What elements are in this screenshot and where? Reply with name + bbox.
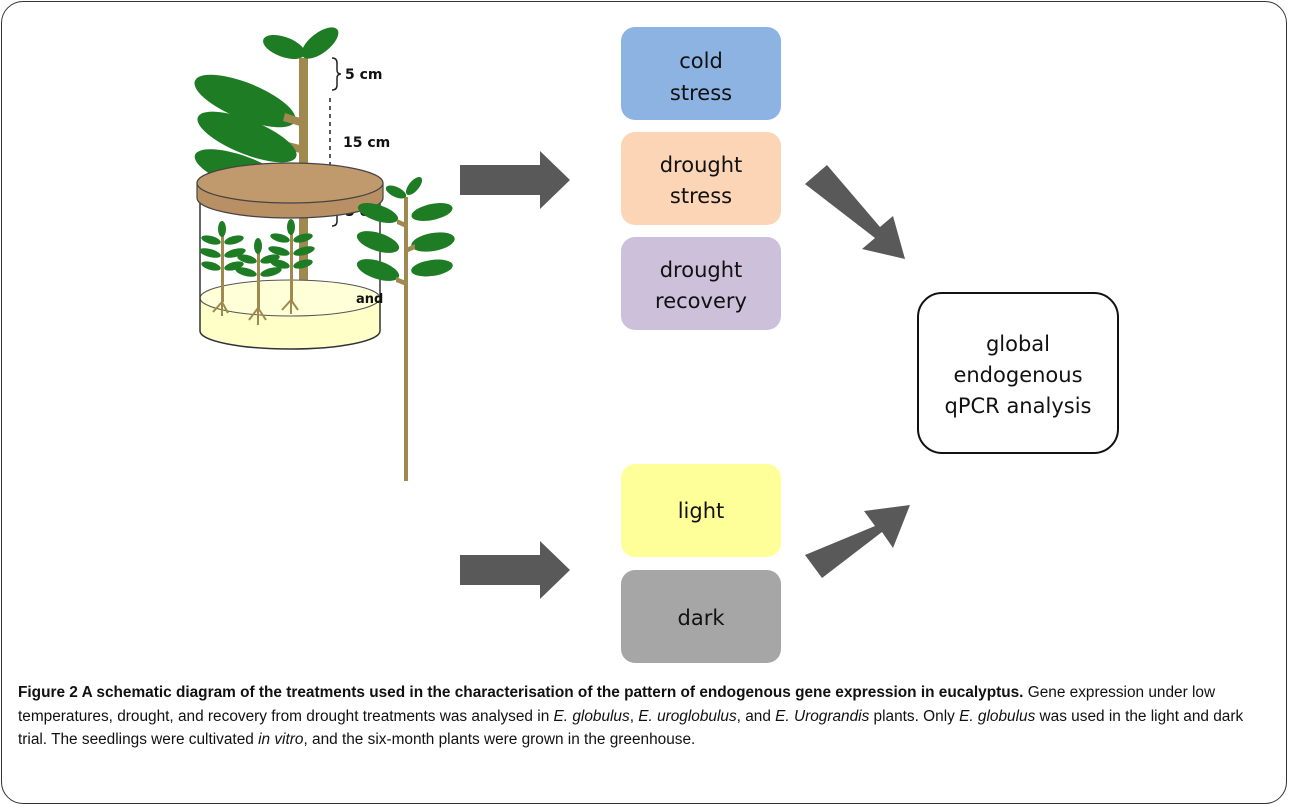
svg-text:cold: cold — [679, 49, 723, 73]
arrow-right-bottom-icon — [460, 541, 570, 599]
svg-text:light: light — [678, 499, 725, 523]
svg-text:qPCR analysis: qPCR analysis — [945, 394, 1092, 418]
caption-text: , and — [736, 707, 776, 725]
svg-text:recovery: recovery — [655, 289, 747, 313]
dimension-label-top: 5 cm — [345, 67, 383, 83]
treatment-diagram: 5 cm 15 cm 5 cm — [194, 27, 1119, 663]
svg-text:stress: stress — [670, 184, 732, 208]
caption-text: , and the six-month plants were grown in… — [303, 731, 696, 748]
arrows — [460, 151, 910, 599]
six-month-plant-illustration — [356, 176, 455, 481]
plant-stem — [404, 197, 408, 481]
leaf-icon — [301, 27, 339, 59]
caption-text: Gene expression under low temperatures, … — [18, 684, 1216, 725]
svg-text:stress: stress — [670, 81, 732, 105]
in-vitro-term: in vitro — [258, 731, 304, 748]
species-name: E. Urograndis — [775, 707, 870, 725]
svg-text:dark: dark — [678, 606, 726, 630]
svg-text:endogenous: endogenous — [953, 363, 1082, 387]
leaf-icon — [263, 34, 305, 60]
species-name: E. globulus — [959, 707, 1036, 725]
treatment-box-drought-recovery: drought recovery — [621, 237, 781, 330]
seedling-icon — [268, 219, 315, 314]
treatment-box-dark: dark — [621, 570, 781, 663]
arrow-right-top-icon — [460, 151, 570, 209]
species-name: E. globulus — [553, 707, 630, 725]
svg-text:drought: drought — [660, 258, 743, 282]
arrow-diagonal-down-icon — [805, 165, 905, 259]
svg-text:global: global — [986, 332, 1050, 356]
treatment-box-light: light — [621, 464, 781, 557]
arrow-diagonal-up-icon — [805, 505, 910, 578]
dimension-brace-top — [331, 57, 342, 91]
figure-caption: Figure 2 A schematic diagram of the trea… — [18, 681, 1274, 752]
caption-title: Figure 2 A schematic diagram of the trea… — [18, 684, 1024, 701]
treatment-box-cold-stress: cold stress — [621, 27, 781, 120]
leaf-icon — [197, 111, 297, 163]
result-box-qpcr-analysis: global endogenous qPCR analysis — [917, 292, 1119, 454]
caption-text: , — [629, 707, 639, 725]
and-label: and — [356, 292, 383, 307]
caption-text: plants. Only — [869, 707, 960, 725]
seedling-icon — [199, 221, 246, 316]
treatment-box-drought-stress: drought stress — [621, 132, 781, 225]
dimension-label-middle: 15 cm — [343, 135, 390, 151]
in-vitro-jar-illustration — [196, 162, 384, 350]
svg-text:drought: drought — [660, 153, 743, 177]
leaf-icon — [194, 74, 296, 128]
caption-text: was used in the light and dark trial. Th… — [18, 707, 1244, 749]
species-name: E. uroglobulus — [638, 707, 737, 725]
